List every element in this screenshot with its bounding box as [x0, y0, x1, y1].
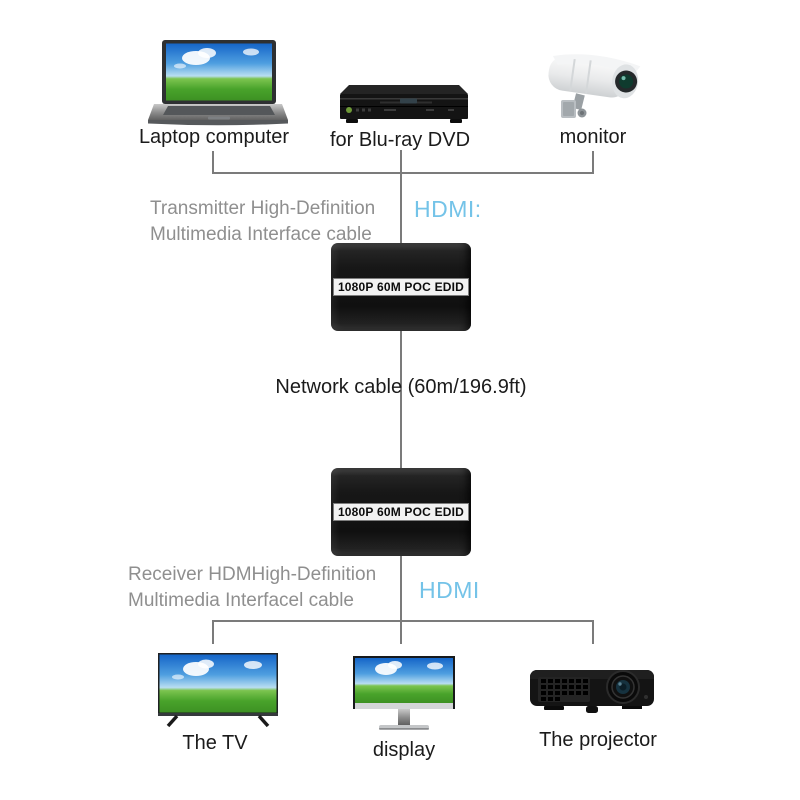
hdmi-label-bottom: HDMI	[419, 577, 480, 603]
transmitter-caption-line1: Transmitter High-Definition	[150, 198, 376, 219]
connector-stub-tv	[212, 622, 214, 644]
bluray-dvd-label: for Blu-ray DVD	[329, 129, 471, 151]
laptop-label: Laptop computer	[138, 126, 290, 148]
receiver-caption-line1: Receiver HDMHigh-Definition	[128, 564, 377, 585]
network-cable-label: Network cable (60m/196.9ft)	[275, 376, 527, 398]
connector-stub-display	[400, 622, 402, 644]
receiver-caption-line2: Multimedia Interfacel cable	[128, 590, 354, 611]
receiver-box-label: 1080P 60M POC EDID	[332, 503, 470, 521]
connector-bus-bottom	[212, 620, 594, 622]
security-camera-label: monitor	[559, 126, 627, 148]
hdmi-receiver-box: 1080P 60M POC EDID	[331, 468, 471, 556]
bluray-dvd-player-icon	[340, 85, 468, 125]
connector-receiver-to-bus	[400, 555, 402, 621]
receiver-caption: Receiver HDMHigh-Definition Multimedia I…	[128, 562, 376, 614]
laptop-icon	[148, 40, 288, 128]
hdmi-label-top: HDMI:	[414, 196, 482, 222]
projector-label: The projector	[539, 729, 657, 751]
desktop-monitor-icon	[353, 656, 455, 732]
connector-top-to-transmitter	[400, 174, 402, 244]
transmitter-caption: Transmitter High-Definition Multimedia I…	[150, 196, 375, 248]
security-camera-icon	[544, 50, 644, 128]
hdmi-transmitter-box: 1080P 60M POC EDID	[331, 243, 471, 331]
connector-network-cable	[400, 330, 402, 469]
connector-bus-top	[212, 172, 594, 174]
connector-stub-projector	[592, 622, 594, 644]
projector-icon	[530, 668, 654, 715]
connector-stub-camera	[592, 151, 594, 173]
tv-label: The TV	[182, 732, 248, 754]
transmitter-box-label: 1080P 60M POC EDID	[332, 278, 470, 296]
tv-icon	[158, 653, 278, 729]
connector-stub-bluray	[400, 150, 402, 173]
display-label: display	[372, 739, 436, 761]
connector-stub-laptop	[212, 151, 214, 173]
transmitter-caption-line2: Multimedia Interface cable	[150, 224, 372, 245]
